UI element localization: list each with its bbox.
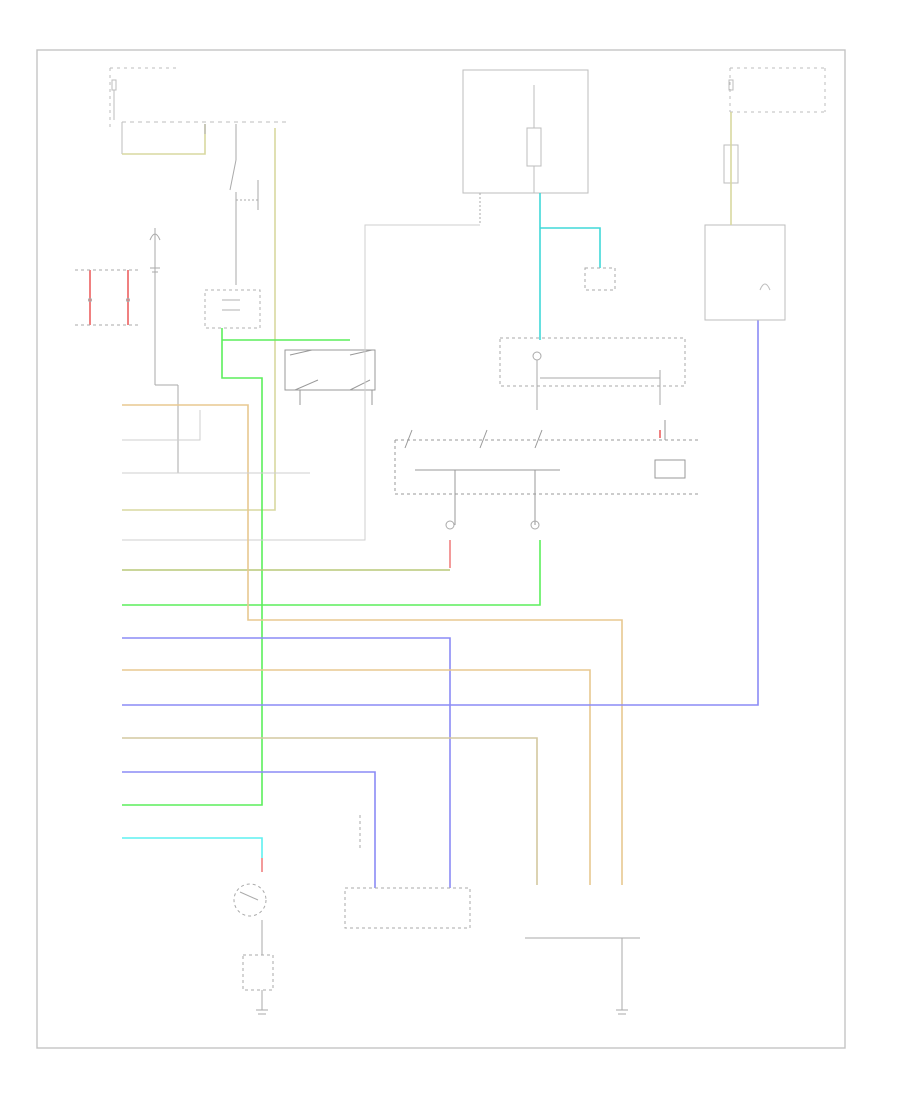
wire-green-main [122, 328, 263, 806]
wire-blue-2 [122, 771, 376, 888]
wire-blue-dark [122, 320, 759, 706]
warning-light [584, 267, 616, 291]
brake-switch [284, 349, 376, 405]
switch-row [394, 420, 700, 525]
bottom-center-module [344, 815, 471, 929]
cruise-control-unit [499, 337, 686, 410]
ground-symbol-top [150, 267, 160, 273]
wire-orange-2 [122, 669, 591, 885]
fuse-box-top-right [704, 67, 826, 321]
sensors-bottom-center [445, 520, 540, 530]
wire-cyan-bottom [122, 837, 263, 858]
fuse-box-top-left [109, 67, 290, 154]
fuse-box-center [462, 69, 589, 194]
wire-green-right [122, 540, 541, 606]
ground-switch-left [75, 269, 140, 326]
diagram-frame [36, 49, 846, 1049]
center-relay [204, 289, 261, 329]
wire-blue-1 [122, 637, 451, 888]
wire-orange-1 [122, 404, 623, 885]
bottom-right-module [525, 937, 640, 1015]
relay-switch-left [204, 124, 259, 285]
wire-yellow-top [122, 124, 206, 155]
wire-yellow-right [122, 128, 276, 511]
wire-cyan-branch [540, 227, 601, 268]
left-sensor [149, 228, 179, 473]
wire-olive [122, 737, 538, 885]
cruise-main-switch [233, 883, 274, 1015]
wire-grey-to-relay [122, 224, 480, 541]
wire-grey-2 [122, 410, 201, 441]
